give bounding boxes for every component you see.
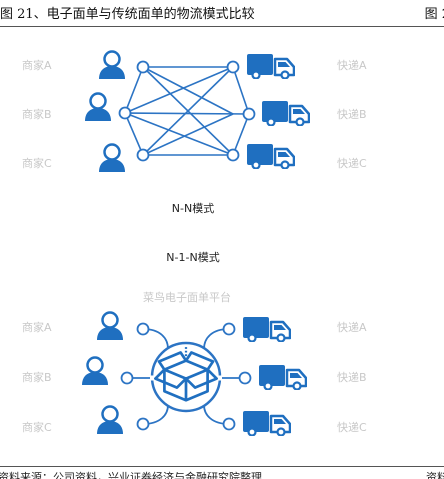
package-box-icon xyxy=(154,346,218,402)
n1n-connection-lines xyxy=(127,328,245,425)
nn-mode-label: N-N模式 xyxy=(172,202,214,215)
merchant-label: 商家B xyxy=(22,107,52,121)
merchant-label: 商家C xyxy=(22,420,52,434)
platform-label: 菜鸟电子面单平台 xyxy=(143,290,231,304)
figure-title: 图 21、电子面单与传统面单的物流模式比较 xyxy=(0,7,255,22)
merchant-label: 商家A xyxy=(22,320,52,334)
nn-nodes xyxy=(118,60,256,162)
next-figure-title: 图 2 xyxy=(424,7,444,22)
next-source-note: 资料 xyxy=(426,471,444,479)
courier-truck-icon xyxy=(262,100,310,126)
nn-diagram: 商家A 商家B 商家C xyxy=(22,50,367,215)
n1n-diagram: N-1-N模式 菜鸟电子面单平台 商家A 商家B 商家C xyxy=(22,251,367,436)
merchant-label: 商家A xyxy=(22,58,52,72)
figure-header: 图 21、电子面单与传统面单的物流模式比较 图 2 xyxy=(0,0,444,27)
courier-truck-icon xyxy=(247,143,295,169)
merchant-person-icon xyxy=(97,50,127,80)
merchant-person-icon xyxy=(97,143,127,173)
courier-label: 快递C xyxy=(337,156,367,170)
merchant-person-icon xyxy=(80,356,110,386)
nn-connection-lines xyxy=(124,66,250,156)
n1n-mode-label: N-1-N模式 xyxy=(166,251,219,264)
merchant-person-icon xyxy=(95,311,125,341)
courier-truck-icon xyxy=(243,410,291,436)
courier-truck-icon xyxy=(259,364,307,390)
merchant-label: 商家C xyxy=(22,156,52,170)
courier-label: 快递A xyxy=(337,320,367,334)
courier-label: 快递C xyxy=(337,420,367,434)
courier-truck-icon xyxy=(243,316,291,342)
courier-label: 快递A xyxy=(337,58,367,72)
merchant-person-icon xyxy=(95,405,125,435)
n1n-nodes xyxy=(120,322,252,431)
courier-label: 快递B xyxy=(337,107,367,121)
merchant-label: 商家B xyxy=(22,370,52,384)
courier-label: 快递B xyxy=(337,370,367,384)
courier-truck-icon xyxy=(247,53,295,79)
merchant-person-icon xyxy=(83,92,113,122)
figure-footer: 资料来源：公司资料，兴业证券经济与金融研究院整理 资料 xyxy=(0,466,444,479)
source-note: 资料来源：公司资料，兴业证券经济与金融研究院整理 xyxy=(0,471,262,479)
